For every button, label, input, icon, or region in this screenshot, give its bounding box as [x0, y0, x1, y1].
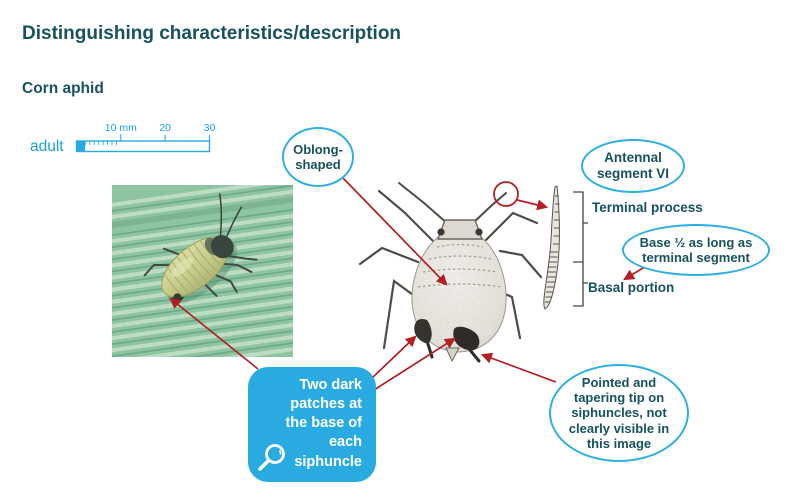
- callout-base-half-text: Base ½ as long as terminal segment: [639, 234, 753, 265]
- antenna-rings: [545, 195, 560, 303]
- aphid-segment-lines: [417, 243, 503, 288]
- photo-aphid: [143, 193, 258, 305]
- ruler-filled-block: [76, 141, 86, 152]
- label-terminal-process: Terminal process: [592, 200, 703, 215]
- arrow-pointed-to-siphuncle: [480, 352, 557, 383]
- arrow-circle-to-antenna-detail: [516, 199, 549, 211]
- ruler-bar: [75, 140, 211, 153]
- aphid-eye-left: [437, 228, 445, 236]
- callout-antennal-text: Antennal segment VI: [596, 150, 670, 181]
- callout-antennal-segment: Antennal segment VI: [581, 139, 685, 193]
- ruler-major-ticks: [120, 134, 211, 141]
- ruler-tick-20: 20: [159, 122, 171, 134]
- ruler-tick-10mm: 10 mm: [105, 122, 137, 134]
- aphid-photo: [80, 174, 336, 378]
- highlight-circle: [493, 181, 519, 207]
- measurement-bracket: [573, 191, 588, 307]
- aphid-cauda: [445, 347, 460, 363]
- aphid-siphuncles: [426, 342, 481, 363]
- callout-oblong-text: Oblong-shaped: [293, 141, 343, 172]
- callout-base-half: Base ½ as long as terminal segment: [622, 224, 770, 276]
- aphid-eye-right: [475, 228, 483, 236]
- aphid-antennae: [398, 182, 507, 225]
- scale-ruler: adult 10 mm 20 30: [30, 122, 216, 155]
- ruler-minor-ticks: [80, 141, 117, 145]
- aphid-head: [436, 219, 484, 240]
- callout-pointed-tip: Pointed and tapering tip on siphuncles, …: [549, 364, 689, 462]
- aphid-body-texture: [412, 231, 507, 352]
- aphid-line-drawing: [358, 182, 543, 363]
- ruler-tick-30: 30: [204, 122, 216, 134]
- label-basal-portion: Basal portion: [588, 280, 675, 295]
- callout-two-dark-patches: Two dark patches at the base of each sip…: [248, 367, 376, 482]
- antenna-detail-drawing: [543, 185, 560, 310]
- size-scale: adult 10 mm 20 30: [30, 114, 220, 158]
- aphid-left-dark-patch: [414, 318, 432, 344]
- page-title: Distinguishing characteristics/descripti…: [22, 22, 402, 44]
- callout-two-dark-patches-text: Two dark patches at the base of each sip…: [285, 377, 362, 470]
- callout-oblong-shaped: Oblong-shaped: [282, 127, 354, 187]
- scale-adult-label: adult: [30, 138, 64, 155]
- magnifier-icon: [258, 444, 285, 471]
- callout-pointed-tip-text: Pointed and tapering tip on siphuncles, …: [568, 375, 670, 451]
- aphid-legs: [358, 189, 543, 350]
- section-title-corn-aphid: Corn aphid: [22, 79, 104, 97]
- aphid-right-dark-patch: [453, 326, 480, 351]
- arrow-box-to-right-patch: [373, 337, 456, 391]
- arrow-oblong-to-body: [342, 177, 448, 286]
- aphid-body: [411, 231, 507, 353]
- arrow-box-to-left-patch: [370, 335, 417, 380]
